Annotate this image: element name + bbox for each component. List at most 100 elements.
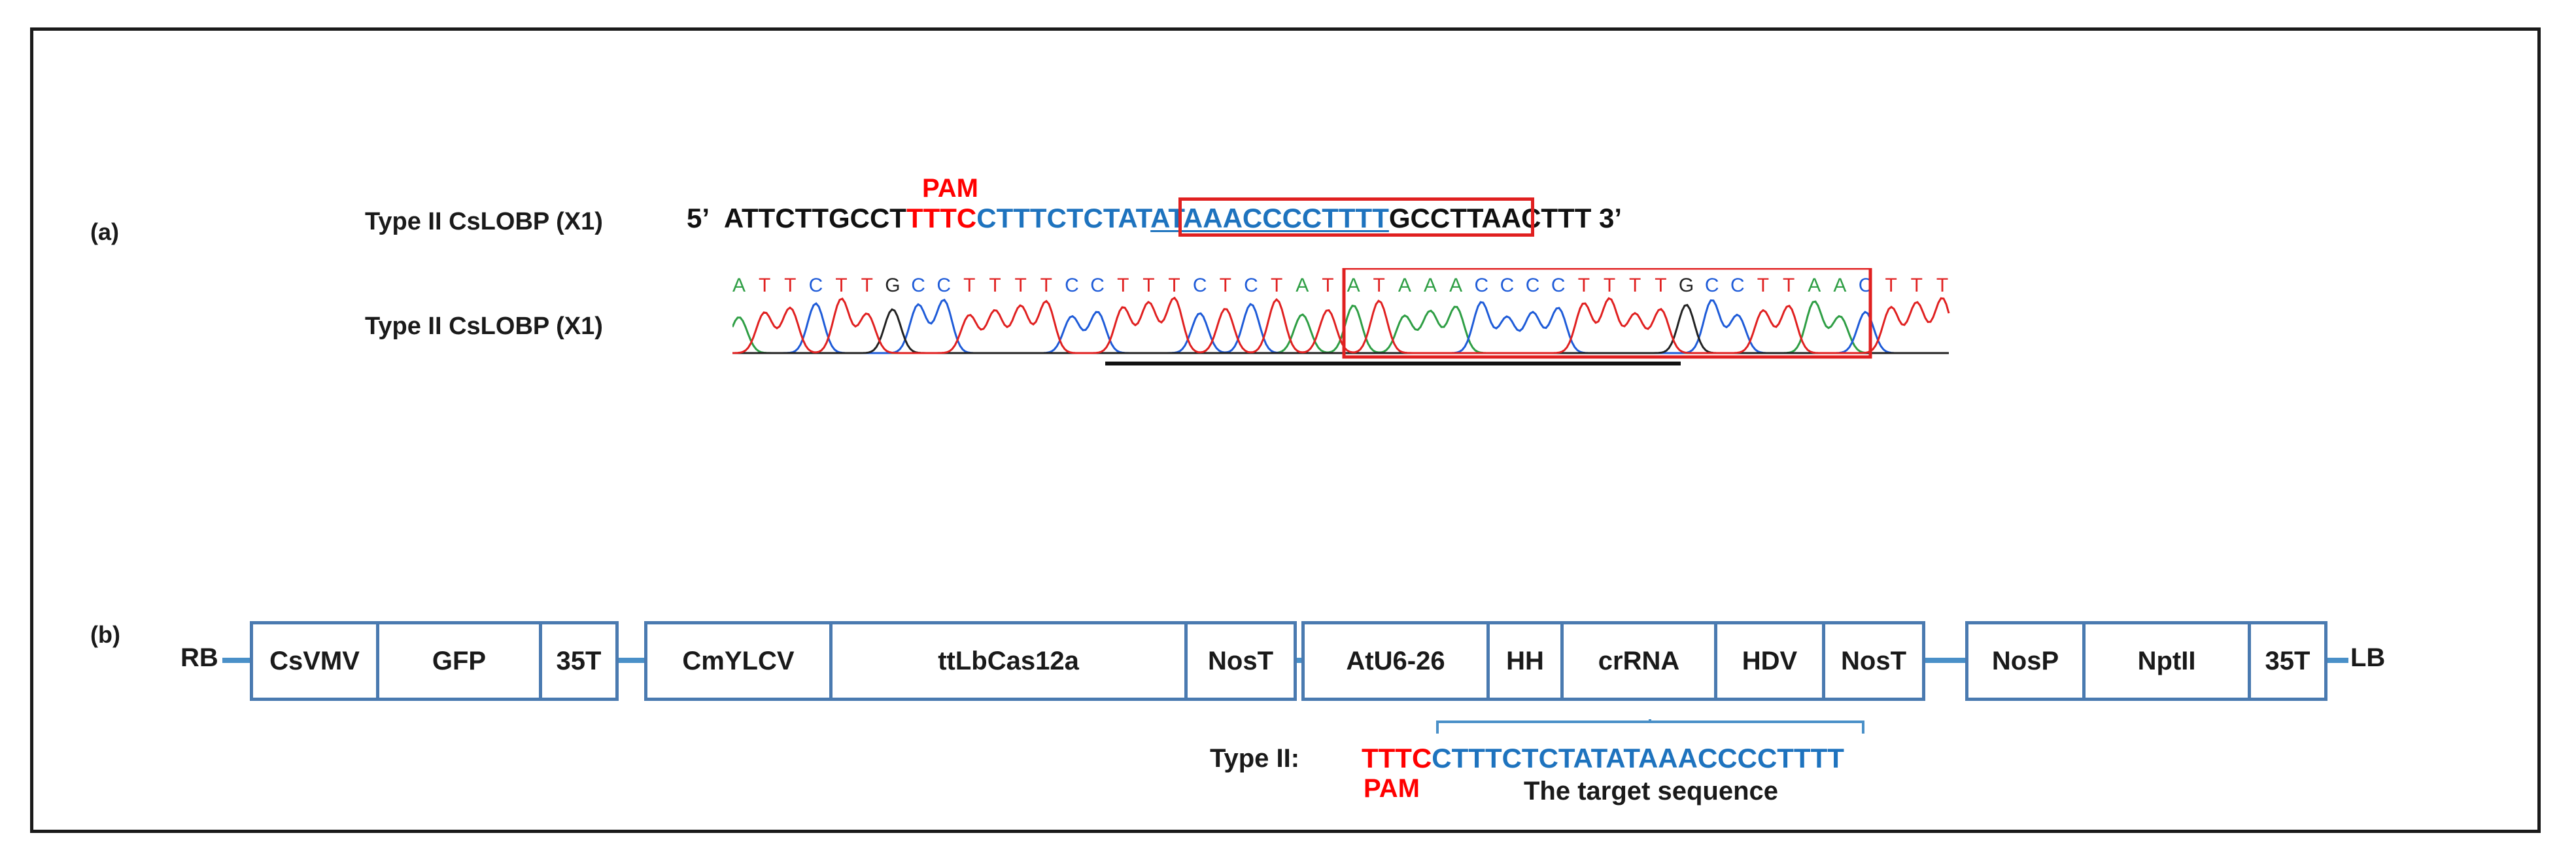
construct-element-label: CsVMV bbox=[269, 646, 360, 675]
boxed-black-seq: GCCTT bbox=[1388, 203, 1482, 233]
base-call-letter: T bbox=[784, 275, 796, 296]
figure-frame bbox=[30, 27, 2541, 833]
base-call-letter: T bbox=[1040, 275, 1052, 296]
base-call-letter: T bbox=[835, 275, 847, 296]
construct-element-35t: 35T bbox=[539, 621, 619, 701]
base-call-letter: C bbox=[1551, 275, 1566, 296]
trace-c bbox=[732, 298, 1949, 354]
construct-element-label: AtU6-26 bbox=[1346, 646, 1445, 675]
base-call-letter: C bbox=[936, 275, 951, 296]
sequence-line: 5’ ATTCTTGCCTTTTCCTTTCTCTATATAAACCCCTTTT… bbox=[687, 203, 1622, 234]
base-call-letter: A bbox=[1424, 275, 1437, 296]
base-call-letter: A bbox=[1449, 275, 1462, 296]
base-call-letter: C bbox=[1090, 275, 1105, 296]
base-call-letter: C bbox=[809, 275, 823, 296]
base-call-letter: A bbox=[1833, 275, 1846, 296]
construct-element-gfp: GFP bbox=[376, 621, 542, 701]
construct-element-label: CmYLCV bbox=[682, 646, 795, 675]
pam-seq: TTTC bbox=[906, 203, 977, 233]
base-call-letter: T bbox=[861, 275, 873, 296]
connector bbox=[222, 658, 250, 663]
connector bbox=[2327, 658, 2348, 663]
sequence-row-label: Type II CsLOBP (X1) bbox=[365, 208, 603, 235]
construct-element-hdv: HDV bbox=[1714, 621, 1825, 701]
connector bbox=[619, 658, 644, 663]
trace-t bbox=[732, 296, 1950, 354]
base-call-letter: T bbox=[759, 275, 770, 296]
construct-element-label: NosT bbox=[1208, 646, 1273, 675]
base-call-letter: A bbox=[1398, 275, 1411, 296]
target-seq-boxed: ATAAACCCCTTTT bbox=[1150, 203, 1389, 233]
base-call-letter: T bbox=[1142, 275, 1154, 296]
base-call-letter: T bbox=[989, 275, 1001, 296]
base-call-letter: T bbox=[1117, 275, 1129, 296]
base-call-letter: A bbox=[1296, 275, 1309, 296]
target-seq-plain: CTTTCTCTAT bbox=[976, 203, 1151, 233]
base-call-letter: T bbox=[1911, 275, 1923, 296]
five-prime-label: 5’ bbox=[687, 203, 710, 233]
lb-label: LB bbox=[2350, 643, 2386, 672]
base-call-letter: T bbox=[1220, 275, 1231, 296]
base-call-letter: A bbox=[1347, 275, 1360, 296]
construct-element-nosp: NosP bbox=[1965, 621, 2086, 701]
pam-label-b: PAM bbox=[1364, 774, 1420, 803]
base-call-letter: T bbox=[1373, 275, 1385, 296]
target-bracket bbox=[1436, 713, 1864, 735]
base-call-letter: A bbox=[1808, 275, 1821, 296]
construct-element-label: crRNA bbox=[1598, 646, 1680, 675]
base-call-letter: C bbox=[1065, 275, 1079, 296]
construct-element-label: GFP bbox=[432, 646, 487, 675]
base-call-letter: T bbox=[1271, 275, 1282, 296]
base-call-letter: G bbox=[1679, 275, 1694, 296]
base-call-letter: C bbox=[1705, 275, 1719, 296]
three-prime-label: 3’ bbox=[1599, 203, 1623, 233]
construct-element-ttlbcas12a: ttLbCas12a bbox=[829, 621, 1188, 701]
construct-element-crrna: crRNA bbox=[1560, 621, 1717, 701]
base-call-letter: T bbox=[1783, 275, 1795, 296]
construct-element-csvmv: CsVMV bbox=[250, 621, 379, 701]
construct-element-hh: HH bbox=[1486, 621, 1564, 701]
construct-element-label: HH bbox=[1506, 646, 1544, 675]
base-call-letter: C bbox=[1730, 275, 1745, 296]
rb-label: RB bbox=[180, 643, 218, 672]
base-call-letter: T bbox=[963, 275, 975, 296]
connector bbox=[1925, 658, 1965, 663]
connector bbox=[1297, 658, 1301, 663]
chromatogram-row-label: Type II CsLOBP (X1) bbox=[365, 313, 603, 340]
base-call-letter: T bbox=[1936, 275, 1948, 296]
base-call-letter: C bbox=[1193, 275, 1207, 296]
flank-right-seq: AACTTT bbox=[1481, 203, 1592, 233]
construct-element-cmylcv: CmYLCV bbox=[644, 621, 833, 701]
type-ii-sequence: TTTCCTTTCTCTATATAAACCCCTTTT bbox=[1362, 743, 1844, 774]
target-sequence-caption: The target sequence bbox=[1524, 777, 1779, 806]
construct-element-nptii: NptII bbox=[2082, 621, 2251, 701]
base-call-letter: C bbox=[1500, 275, 1515, 296]
base-call-letter: T bbox=[1014, 275, 1026, 296]
panel-a-label: (a) bbox=[90, 218, 119, 245]
construct-element-label: HDV bbox=[1742, 646, 1798, 675]
type-ii-pam-seq: TTTC bbox=[1362, 743, 1432, 773]
base-call-letter: A bbox=[732, 275, 746, 296]
base-call-letter: T bbox=[1322, 275, 1333, 296]
base-call-letter: C bbox=[911, 275, 925, 296]
type-ii-target-seq: CTTTCTCTATATAAACCCCTTTT bbox=[1432, 743, 1844, 773]
base-call-letter: T bbox=[1168, 275, 1180, 296]
base-call-letter: G bbox=[885, 275, 900, 296]
panel-b-label: (b) bbox=[90, 621, 120, 648]
base-call-letter: T bbox=[1885, 275, 1897, 296]
construct-element-label: 35T bbox=[2265, 646, 2310, 675]
chromatogram-highlight-box bbox=[1342, 268, 1872, 359]
construct-element-label: NosP bbox=[1991, 646, 2059, 675]
flank-left-seq: ATTCTTGCCT bbox=[723, 203, 906, 233]
base-call-letter: T bbox=[1655, 275, 1666, 296]
base-call-letter: T bbox=[1629, 275, 1641, 296]
construct-element-nost: NosT bbox=[1822, 621, 1925, 701]
construct-element-label: NptII bbox=[2137, 646, 2196, 675]
construct-element-label: NosT bbox=[1841, 646, 1906, 675]
base-call-letter: T bbox=[1757, 275, 1769, 296]
type-ii-label: Type II: bbox=[1210, 744, 1300, 773]
construct-element-label: 35T bbox=[556, 646, 602, 675]
construct-element-nost: NosT bbox=[1184, 621, 1297, 701]
